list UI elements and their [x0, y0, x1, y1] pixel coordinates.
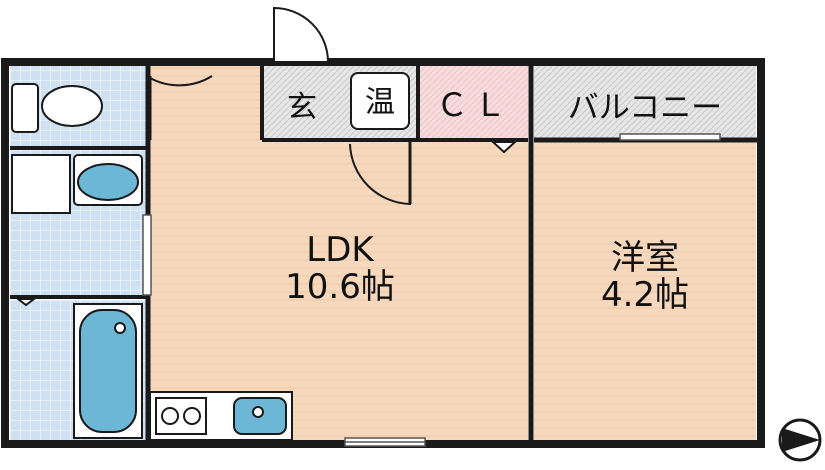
- balcony-floor: [534, 66, 756, 138]
- entrance-label: 玄: [287, 90, 317, 125]
- heater-door: [349, 142, 411, 206]
- western-room-floor: [534, 142, 756, 440]
- western-room-size: 4.2帖: [600, 275, 690, 316]
- wash-basin-icon: [73, 154, 143, 206]
- ldk-label: LDK 10.6帖: [240, 230, 440, 308]
- toilet-icon: [11, 83, 103, 133]
- stove-burner-icon: [161, 407, 179, 425]
- bathtub-icon: [73, 303, 143, 439]
- compass-arrow-icon: [778, 418, 822, 462]
- entrance-floor: [264, 66, 344, 138]
- water-heater-label: 温: [350, 72, 410, 130]
- closet-triangle: [490, 141, 518, 154]
- western-room-label: 洋室 4.2帖: [545, 238, 745, 316]
- closet-label: ＣＬ: [435, 86, 512, 124]
- windows: [142, 133, 721, 447]
- bath-triangle: [15, 298, 37, 307]
- closet-floor: [420, 66, 528, 138]
- doors: [15, 6, 518, 307]
- ldk-name: LDK: [306, 230, 374, 270]
- ldk-size: 10.6帖: [285, 267, 395, 308]
- entrance-door: [273, 6, 330, 63]
- kitchen-counter: [149, 391, 293, 441]
- western-room-name: 洋室: [611, 238, 679, 278]
- stove-burner-icon: [183, 407, 201, 425]
- balcony-label: バルコニー: [567, 90, 723, 126]
- washing-machine-icon: [11, 154, 71, 214]
